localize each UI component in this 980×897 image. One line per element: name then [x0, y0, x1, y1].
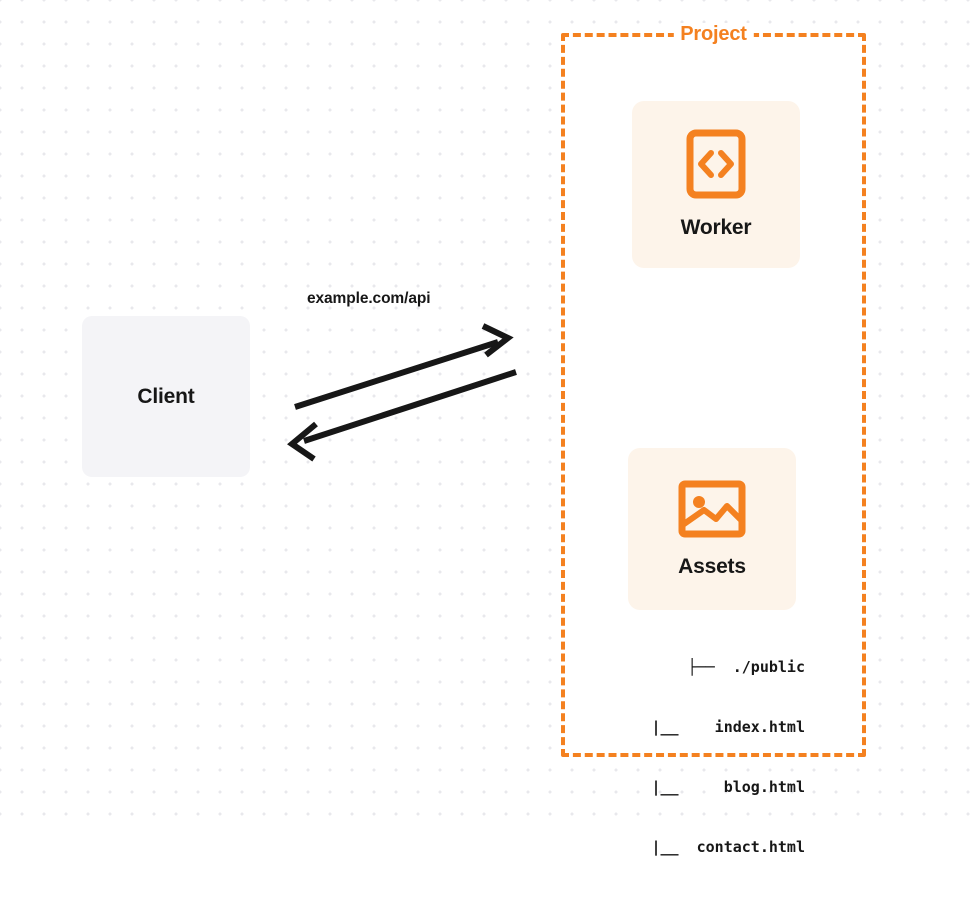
client-node-label: Client [137, 384, 195, 408]
edge-label-url: example.com/api [307, 290, 431, 307]
file-tree-row: |__ index.html [651, 718, 805, 736]
file-tree-row: |__ blog.html [651, 778, 805, 796]
file-tree-row: ├── ./public [687, 658, 805, 676]
image-icon [678, 480, 746, 543]
assets-card[interactable]: Assets [628, 448, 796, 610]
diagram-canvas: Client example.com/api Project Worker [0, 0, 980, 856]
code-brackets-icon [686, 129, 746, 204]
response-arrow [287, 369, 517, 462]
assets-card-label: Assets [678, 554, 746, 578]
worker-card[interactable]: Worker [632, 101, 800, 268]
assets-file-tree: ├── ./public |__ index.html |__ blog.htm… [605, 617, 805, 897]
project-group-title: Project [673, 23, 754, 46]
request-arrow [294, 323, 514, 410]
client-node[interactable]: Client [82, 316, 250, 477]
file-tree-row: |__ contact.html [651, 838, 805, 856]
worker-card-label: Worker [680, 216, 752, 239]
